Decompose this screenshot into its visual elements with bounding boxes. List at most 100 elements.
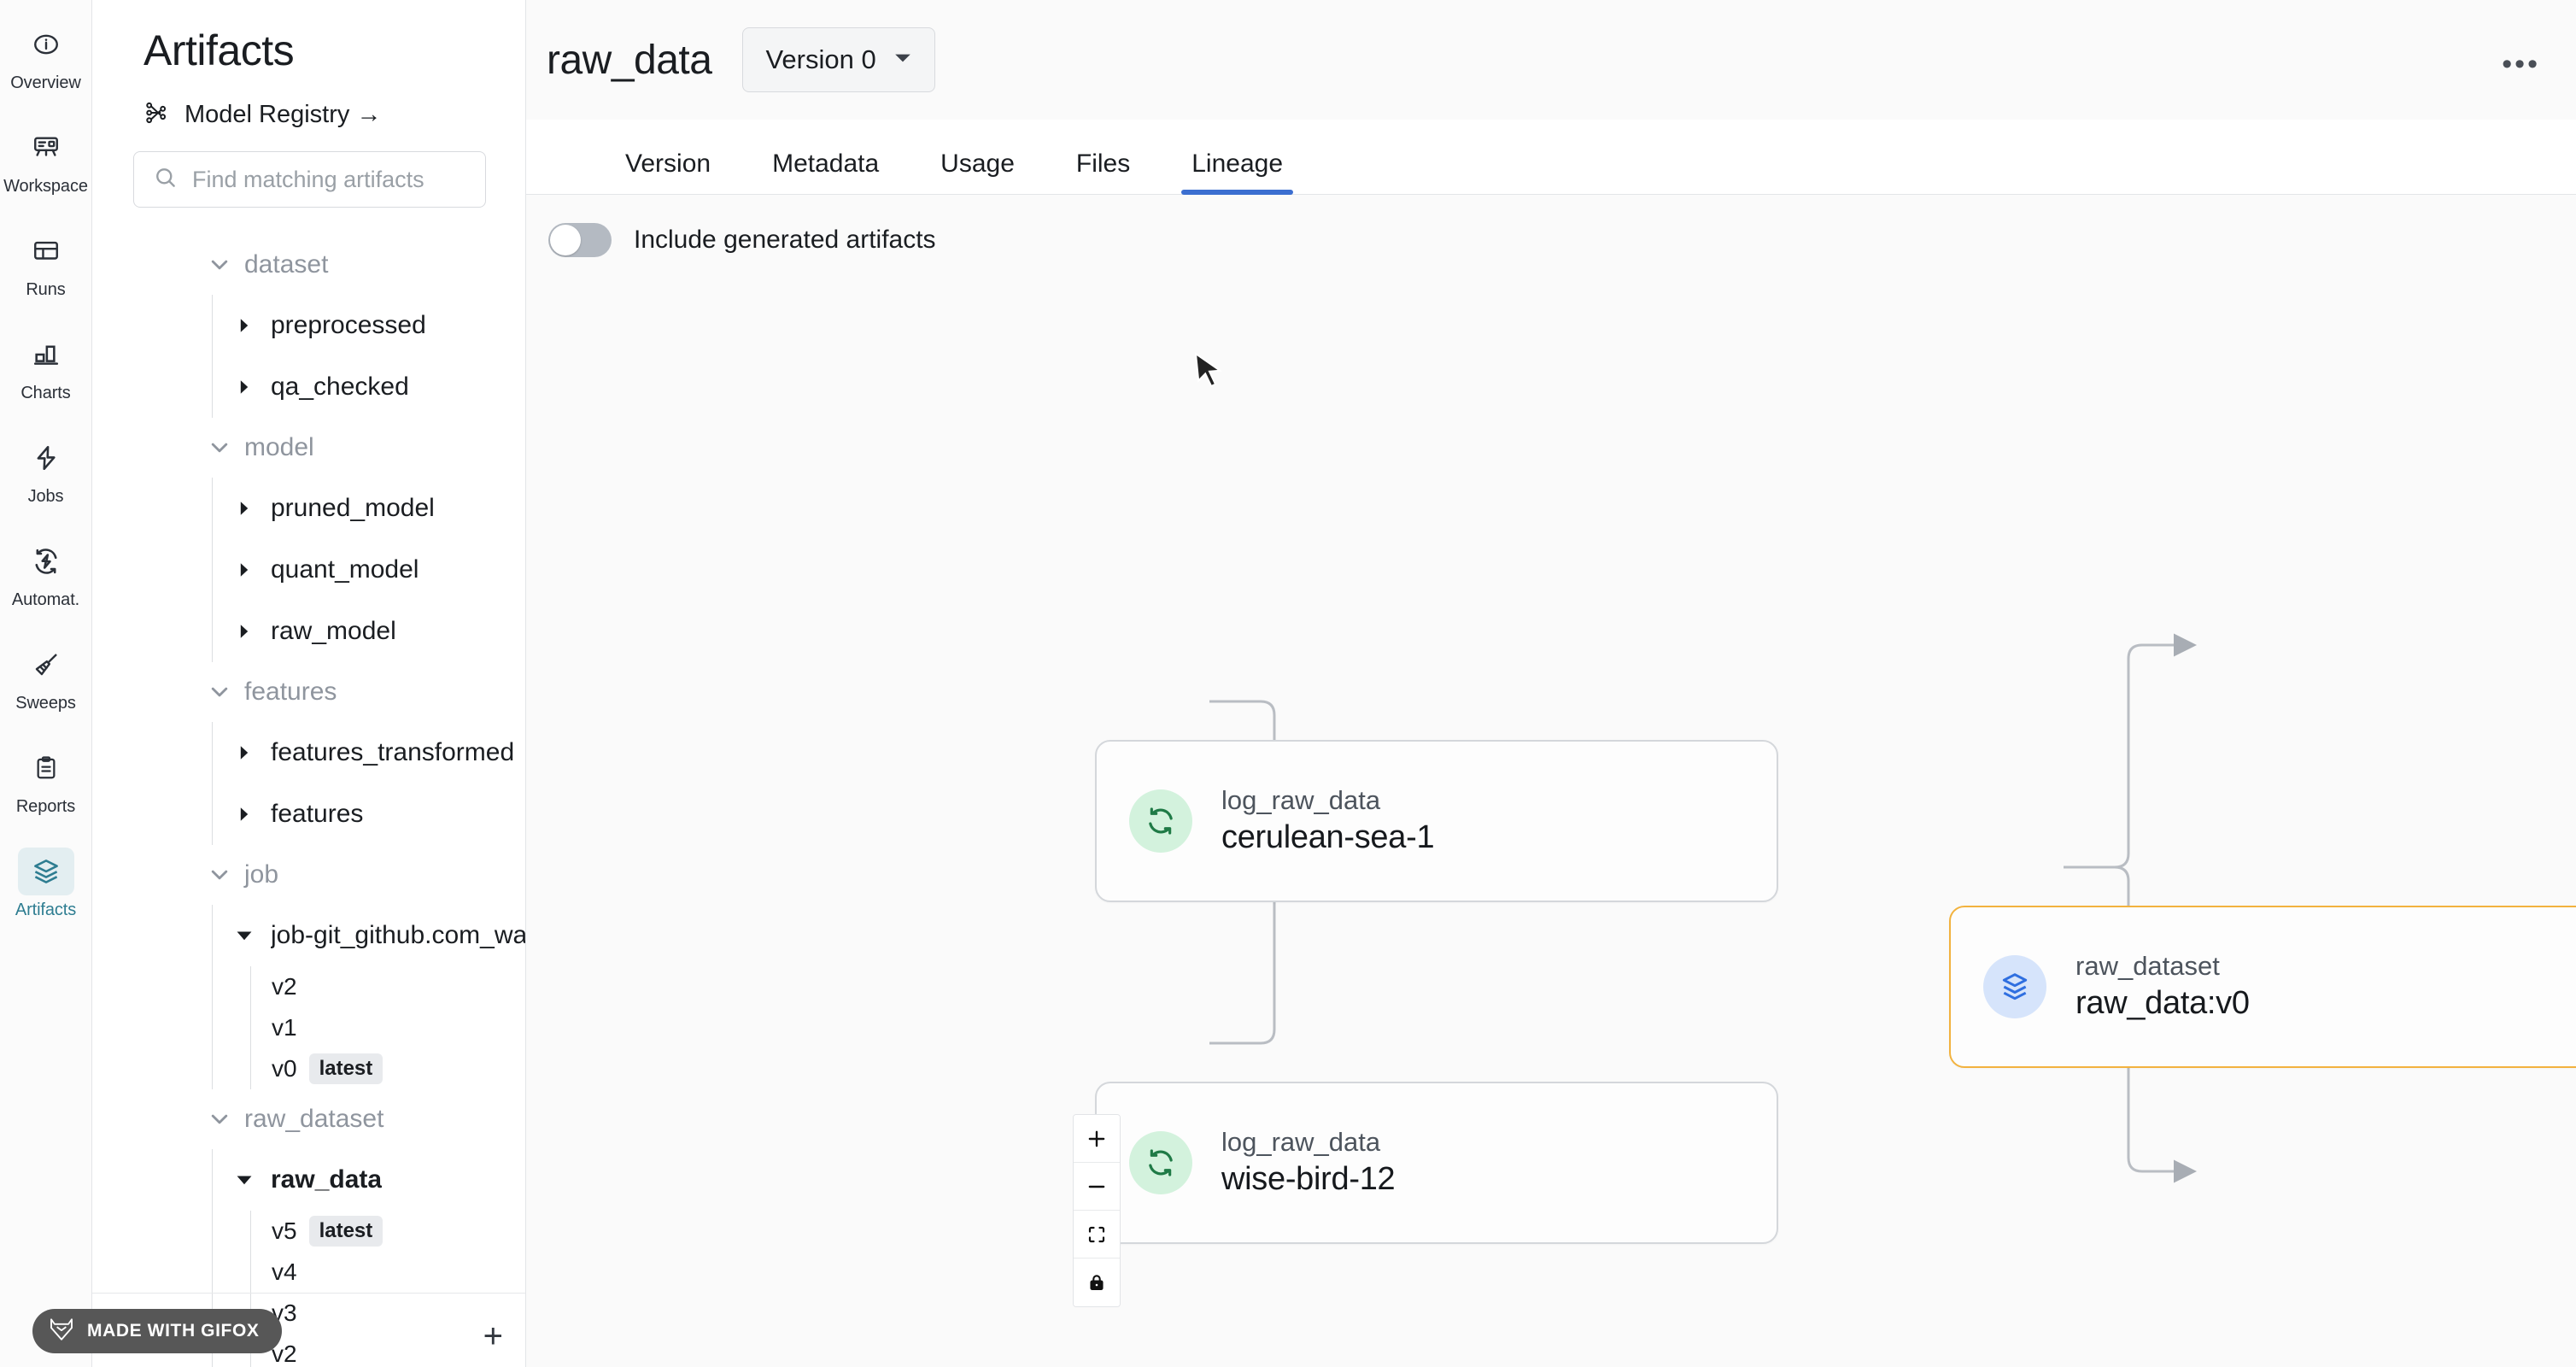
chevron-right-icon <box>233 560 255 580</box>
version-item[interactable]: v1 <box>251 1007 525 1048</box>
tree-group-header[interactable]: raw_dataset <box>92 1089 525 1149</box>
tree-item-label: features_transformed <box>271 738 515 766</box>
workspace-icon <box>18 124 74 172</box>
tree-group-header[interactable]: dataset <box>92 235 525 295</box>
sidebar-item-overview[interactable]: Overview <box>3 21 89 93</box>
tree-item[interactable]: quant_model <box>213 539 525 601</box>
model-registry-link[interactable]: Model Registry → <box>92 80 525 144</box>
tree-item[interactable]: qa_checked <box>213 356 525 418</box>
version-item[interactable]: v2 <box>251 966 525 1007</box>
version-select[interactable]: Version 0 <box>742 27 935 92</box>
chevron-down-icon <box>208 254 231 276</box>
version-select-label: Version 0 <box>765 44 876 74</box>
lock-button[interactable] <box>1074 1258 1120 1306</box>
zoom-out-button[interactable] <box>1074 1163 1120 1211</box>
sidebar-item-automations[interactable]: Automat. <box>3 537 89 610</box>
gifox-label: MADE WITH GIFOX <box>87 1321 260 1341</box>
chevron-right-icon <box>233 804 255 824</box>
tab-metadata[interactable]: Metadata <box>772 150 880 178</box>
rail-label: Jobs <box>27 487 64 506</box>
sidebar-item-sweeps[interactable]: Sweeps <box>3 641 89 713</box>
zoom-controls <box>1073 1114 1121 1307</box>
layers-icon <box>17 848 74 895</box>
include-generated-artifacts-toggle[interactable] <box>548 223 612 257</box>
fit-view-button[interactable] <box>1074 1211 1120 1258</box>
tree-group-label: features <box>244 678 337 706</box>
sidebar-item-jobs[interactable]: Jobs <box>3 434 89 507</box>
chevron-down-icon <box>208 1108 231 1130</box>
tab-lineage[interactable]: Lineage <box>1161 150 1314 195</box>
tree-group-header[interactable]: features <box>92 662 525 722</box>
lineage-node-title: raw_data:v0 <box>2075 984 2250 1021</box>
rail-label: Runs <box>26 280 66 299</box>
tree-item[interactable]: pruned_model <box>213 478 525 539</box>
version-label: v5 <box>272 1217 297 1244</box>
tree-item-label: raw_model <box>271 617 396 645</box>
tab-files[interactable]: Files <box>1075 150 1131 178</box>
tree-group-header[interactable]: job <box>92 845 525 905</box>
tab-version[interactable]: Version <box>625 150 711 178</box>
search-artifacts-field[interactable] <box>133 151 486 208</box>
tree-item-label: quant_model <box>271 555 419 584</box>
version-label: v1 <box>272 1014 297 1041</box>
tree-item[interactable]: preprocessed <box>213 295 525 356</box>
sidebar-item-workspace[interactable]: Workspace <box>3 124 89 197</box>
tree-item[interactable]: features <box>213 783 525 845</box>
tree-item-label: job-git_github.com_wa… <box>271 921 525 949</box>
tree-item[interactable]: job-git_github.com_wa… <box>213 905 525 966</box>
chevron-right-icon <box>233 377 255 397</box>
model-registry-icon <box>143 99 171 131</box>
run-refresh-icon <box>1129 1131 1192 1194</box>
tree-item-label: features <box>271 800 364 828</box>
artifact-header: raw_data Version 0 ••• <box>526 0 2576 120</box>
tree-item[interactable]: raw_data <box>213 1149 525 1211</box>
chevron-right-icon <box>233 742 255 763</box>
tree-group-header[interactable]: model <box>92 418 525 478</box>
tree-item[interactable]: features_transformed <box>213 722 525 783</box>
zoom-in-button[interactable] <box>1074 1115 1120 1163</box>
sidebar-item-charts[interactable]: Charts <box>3 331 89 403</box>
rail-label: Reports <box>15 797 76 816</box>
sidebar-item-runs[interactable]: Runs <box>3 227 89 300</box>
tab-usage[interactable]: Usage <box>940 150 1015 178</box>
tree-item[interactable]: raw_model <box>213 601 525 662</box>
layers-icon <box>1983 955 2046 1018</box>
primary-nav-rail: Overview Workspace Runs <box>0 0 92 1367</box>
lineage-node-type: log_raw_data <box>1221 784 1381 815</box>
artifacts-sidebar: Artifacts Model Registry → datasetprepro… <box>92 0 526 1367</box>
main-content: raw_data Version 0 ••• Version Metadata Us… <box>526 0 2576 1367</box>
version-item[interactable]: v4 <box>251 1252 525 1293</box>
rail-label: Artifacts <box>15 901 77 919</box>
tree-group: features features_transformed features <box>92 662 525 845</box>
latest-badge: latest <box>308 1053 383 1084</box>
tree-group: dataset preprocessed qa_checked <box>92 235 525 418</box>
toggle-knob <box>550 225 581 255</box>
tree-item-label: preprocessed <box>271 311 426 339</box>
tree-children: preprocessed qa_checked <box>212 295 525 418</box>
add-artifact-button[interactable]: + <box>483 1317 503 1355</box>
sidebar-item-artifacts[interactable]: Artifacts <box>3 848 89 920</box>
info-circle-icon <box>18 21 74 68</box>
search-input[interactable] <box>192 166 474 193</box>
sidebar-item-reports[interactable]: Reports <box>3 744 89 817</box>
search-icon <box>153 165 179 195</box>
sidebar-divider <box>92 1293 525 1294</box>
tree-item-label: pruned_model <box>271 494 435 522</box>
chevron-right-icon <box>233 315 255 336</box>
chevron-down-icon <box>208 864 231 886</box>
overflow-menu-button[interactable]: ••• <box>2502 48 2540 80</box>
model-registry-label: Model Registry → <box>184 101 382 128</box>
lineage-node-type: raw_dataset <box>2075 950 2220 981</box>
page-title: Artifacts <box>143 26 295 74</box>
